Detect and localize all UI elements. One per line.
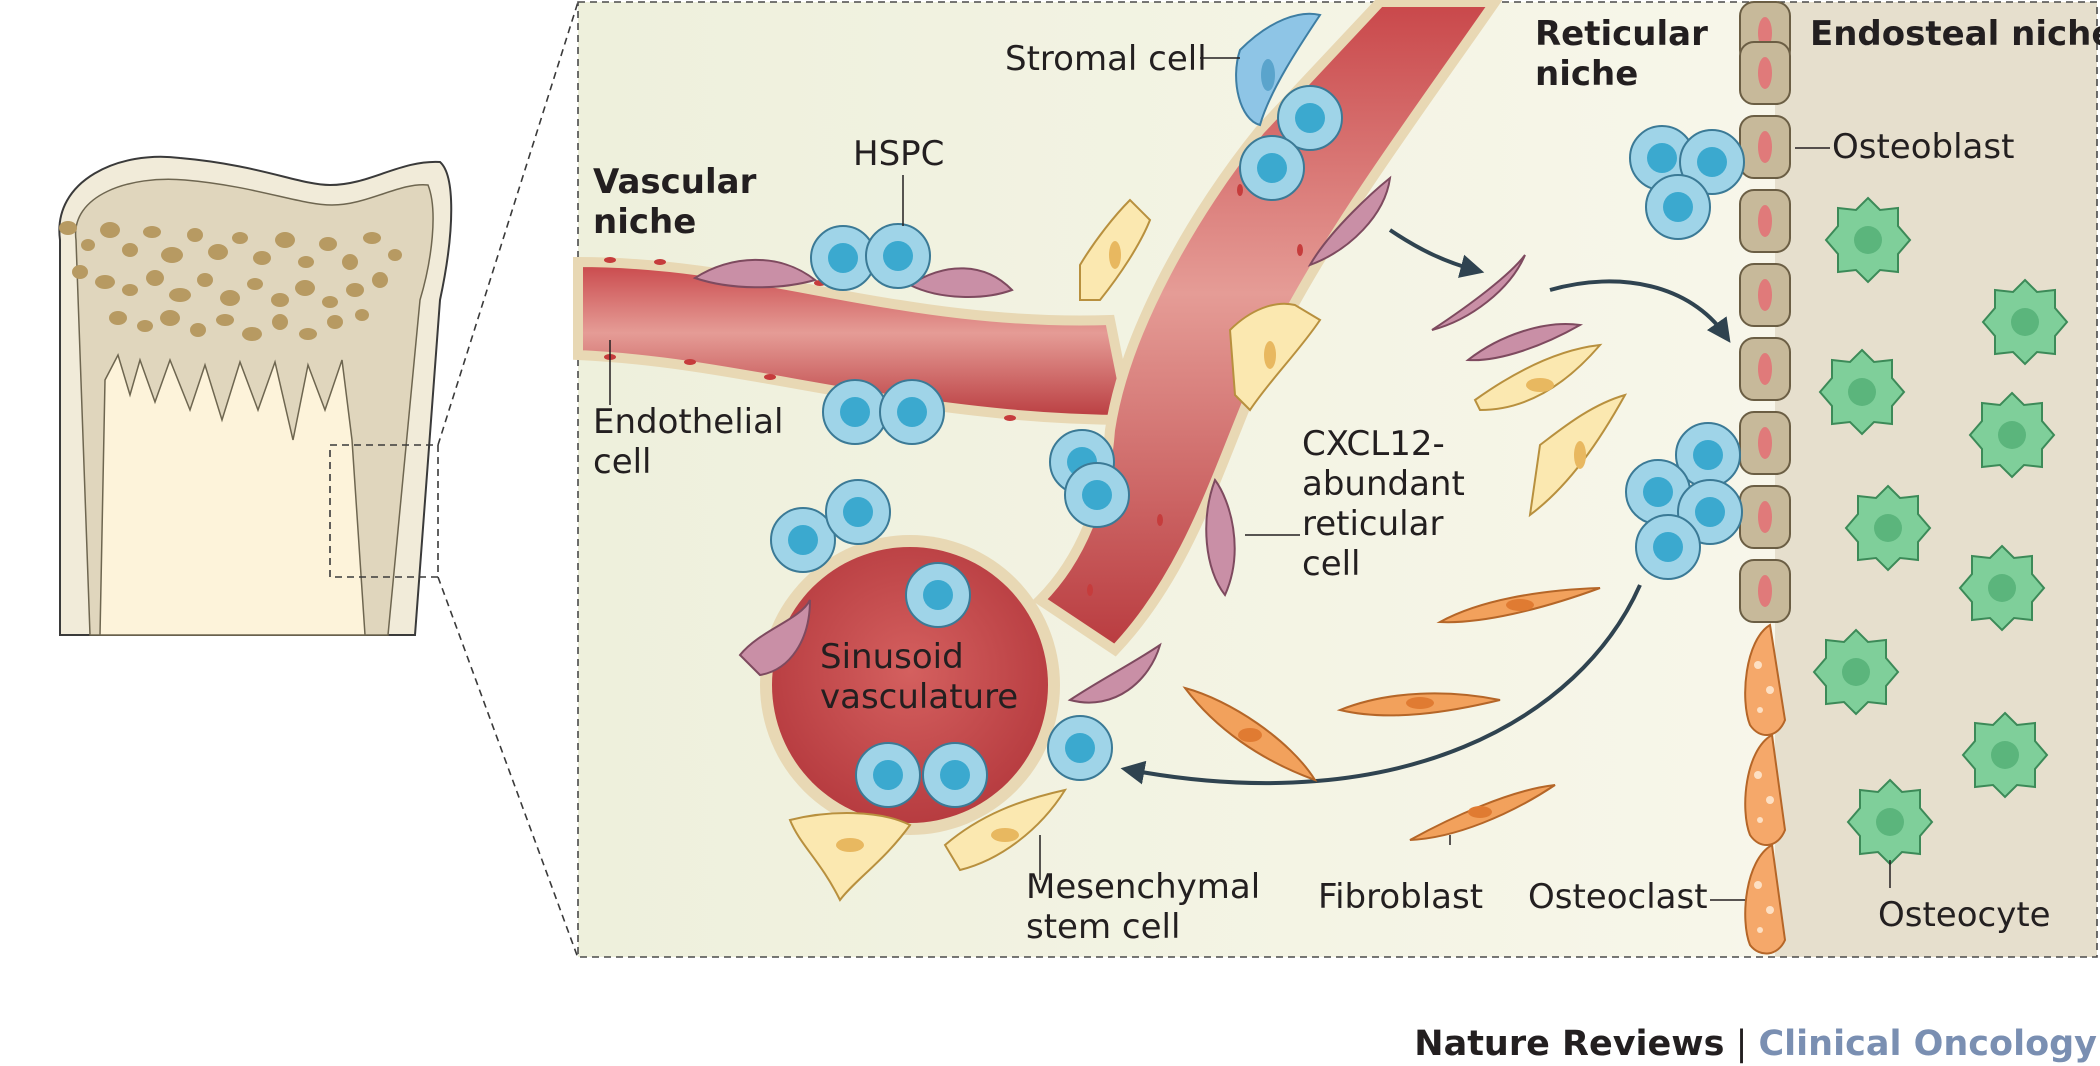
hspc-cell — [825, 479, 891, 545]
zoom-region-box — [329, 444, 439, 578]
hspc-cell — [1635, 514, 1701, 580]
osteocyte — [1846, 778, 1934, 866]
label-cxcl12-1: CXCL12- — [1302, 424, 1445, 464]
osteoclast — [1744, 733, 1787, 846]
niche-inset: Vascular niche Reticular niche Endosteal… — [573, 0, 2100, 958]
osteocyte — [1958, 544, 2046, 632]
hspc-cell — [922, 742, 988, 808]
label-vascular-niche-1: Vascular — [593, 162, 757, 202]
osteocytes — [1812, 196, 2069, 866]
hspc-cell — [1239, 135, 1305, 201]
credit-journal: Nature Reviews — [1414, 1024, 1724, 1064]
osteoclast-column — [1744, 623, 1787, 955]
osteocyte — [1812, 628, 1900, 716]
labels: Vascular niche Reticular niche Endosteal… — [593, 14, 2100, 947]
fibroblasts — [1182, 587, 1601, 841]
hspc-cell — [1064, 462, 1130, 528]
osteocyte — [1981, 278, 2069, 366]
osteocyte — [1961, 711, 2049, 799]
zoom-line-top — [437, 1, 579, 446]
endosteal-bone-region — [1775, 2, 2097, 957]
mesenchymal-cells — [788, 198, 1628, 902]
pericytes — [692, 175, 1584, 704]
arrow — [1120, 584, 1642, 786]
osteocyte — [1824, 196, 1912, 284]
hspc-cell — [905, 562, 971, 628]
credit-section: Clinical Oncology — [1758, 1024, 2097, 1064]
label-sinusoid-1: Sinusoid — [820, 637, 964, 677]
zoom-line-bottom — [437, 576, 579, 959]
label-cxcl12-3: reticular — [1302, 504, 1443, 544]
osteocyte — [1818, 348, 1906, 436]
stromal-cell — [1235, 12, 1322, 127]
hspc-cell — [1675, 422, 1741, 488]
label-endosteal-niche: Endosteal niche — [1810, 14, 2100, 54]
label-msc-1: Mesenchymal — [1026, 867, 1260, 907]
journal-credit: Nature Reviews | Clinical Oncology — [1414, 1024, 2097, 1064]
trabecular-bone-blobs — [59, 221, 402, 341]
label-hspc: HSPC — [853, 134, 944, 174]
label-osteoclast: Osteoclast — [1528, 877, 1708, 917]
osteoclast — [1744, 623, 1787, 736]
osteoblast-column — [1739, 1, 1791, 623]
osteocyte — [1968, 391, 2056, 479]
inset-border — [577, 1, 2098, 958]
credit-separator: | — [1724, 1024, 1758, 1064]
hspc-cell — [810, 225, 876, 291]
leader-lines — [609, 57, 1891, 901]
hspc-cell — [879, 379, 945, 445]
label-stromal-cell: Stromal cell — [1005, 39, 1207, 79]
osteocyte — [1844, 484, 1932, 572]
arrow — [1549, 279, 1731, 343]
label-endothelial-1: Endothelial — [593, 402, 783, 442]
hspc-cell — [1645, 174, 1711, 240]
hspc-cell — [1277, 85, 1343, 151]
label-reticular-niche-2: niche — [1535, 54, 1638, 94]
label-vascular-niche-2: niche — [593, 202, 696, 242]
hspc-cell — [855, 742, 921, 808]
bone-cross-section — [58, 1, 579, 959]
label-cxcl12-4: cell — [1302, 544, 1361, 584]
label-msc-2: stem cell — [1026, 907, 1180, 947]
bone-marrow-cavity — [99, 353, 366, 636]
osteoclast — [1744, 843, 1787, 955]
label-sinusoid-2: vasculature — [820, 677, 1018, 717]
label-osteoblast: Osteoblast — [1832, 127, 2014, 167]
migration-arrows — [1120, 228, 1731, 786]
hspc-cell — [865, 223, 931, 289]
arrow — [1388, 228, 1485, 278]
hspc-cell — [770, 507, 836, 573]
hspc-cell — [1679, 129, 1745, 195]
hspc-cell — [1047, 715, 1113, 781]
label-osteocyte: Osteocyte — [1878, 895, 2051, 935]
label-fibroblast: Fibroblast — [1318, 877, 1483, 917]
hspc-cell — [822, 379, 888, 445]
label-cxcl12-2: abundant — [1302, 464, 1465, 504]
label-endothelial-2: cell — [593, 442, 652, 482]
hspc-cells — [770, 85, 1745, 808]
label-reticular-niche-1: Reticular — [1535, 14, 1708, 54]
